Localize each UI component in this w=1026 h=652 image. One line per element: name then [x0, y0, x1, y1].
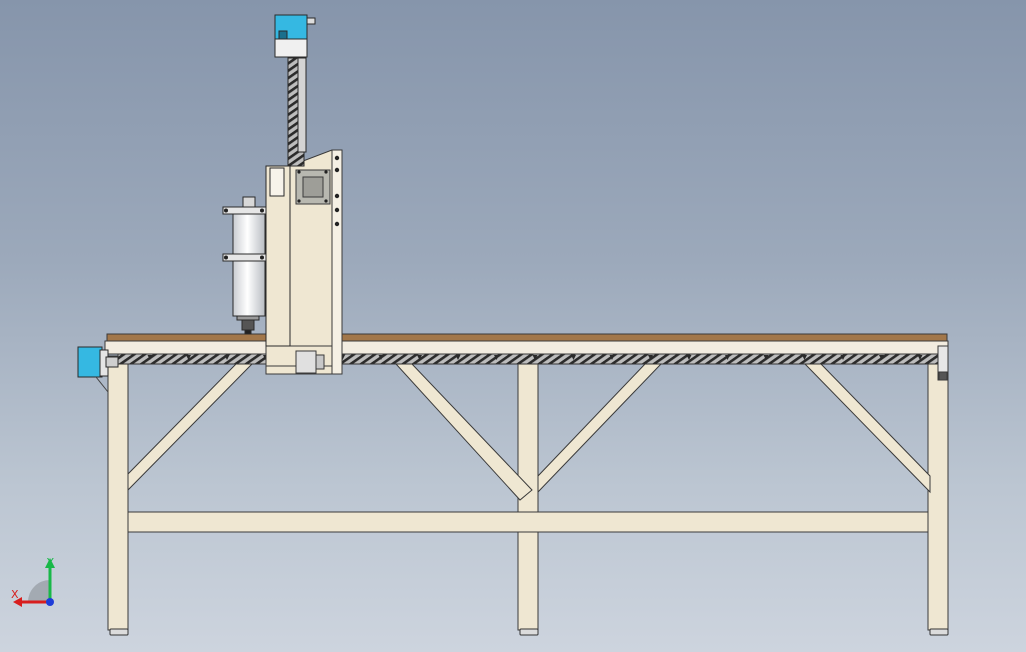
rail-bolt — [147, 355, 153, 360]
spindle-clamp-bolts — [224, 208, 264, 260]
triad-plane — [28, 580, 50, 602]
table-frame — [107, 355, 949, 631]
rail-bolt — [725, 355, 730, 360]
plate-bolts — [297, 155, 340, 227]
spindle-clamp-top — [222, 206, 267, 215]
spindle-clamp-bottom — [222, 253, 267, 262]
brace-3 — [537, 363, 663, 494]
motor-mount-bolt — [324, 170, 328, 174]
rail-bolt — [840, 355, 846, 360]
motor-mount-bolt — [297, 199, 301, 203]
triad-y-arrow — [45, 558, 55, 568]
brace-4 — [803, 363, 931, 494]
spindle-motor — [222, 196, 267, 335]
leveling-feet — [109, 628, 949, 636]
z-axis-assembly — [265, 14, 316, 347]
rail-bolt — [186, 355, 191, 360]
rail-bolt — [917, 355, 923, 360]
y-axis-stepper-motor — [77, 346, 119, 393]
plate-bolt — [334, 221, 340, 227]
rail-bolt — [571, 355, 576, 360]
rail-bolt — [802, 355, 807, 360]
triad-y-label: Y — [46, 556, 54, 569]
gantry-carriage-block — [295, 350, 317, 374]
rail-bolt — [224, 355, 230, 360]
upper-cross-beam — [127, 511, 929, 533]
foot-middle — [519, 628, 539, 636]
coordinate-triad: X Y — [11, 556, 55, 607]
brace-1 — [127, 363, 254, 492]
plate-bolt — [334, 167, 340, 173]
triad-x-arrow — [13, 597, 22, 607]
leg-left — [107, 355, 129, 631]
rail-bolt — [686, 355, 692, 360]
plate-bolt — [334, 155, 340, 161]
spindle-collet — [241, 319, 255, 331]
plate-bolt — [334, 207, 340, 213]
rail-bolt — [494, 355, 499, 360]
y-ball-screw — [117, 353, 945, 365]
x-axis-stepper-motor — [295, 169, 331, 205]
bed-rail — [104, 340, 949, 355]
leg-right — [927, 355, 949, 631]
foot-right — [929, 628, 949, 636]
motor-mount-bolt — [297, 170, 301, 174]
brace-2 — [394, 363, 533, 501]
plate-bolt — [334, 193, 340, 199]
triad-z-axis — [46, 598, 54, 606]
rail-bolt — [378, 355, 384, 360]
rail-bolt — [763, 355, 769, 360]
rail-bolt — [455, 355, 461, 360]
rail-bolt — [648, 355, 653, 360]
rail-bolt — [417, 355, 422, 360]
rail-bolt — [609, 355, 615, 360]
tabletop — [106, 333, 948, 342]
triad-x-label: X — [11, 588, 19, 601]
motor-mount-bolt — [324, 199, 328, 203]
rail-bolt — [879, 355, 884, 360]
rail-bolt — [532, 355, 538, 360]
foot-left — [109, 628, 129, 636]
